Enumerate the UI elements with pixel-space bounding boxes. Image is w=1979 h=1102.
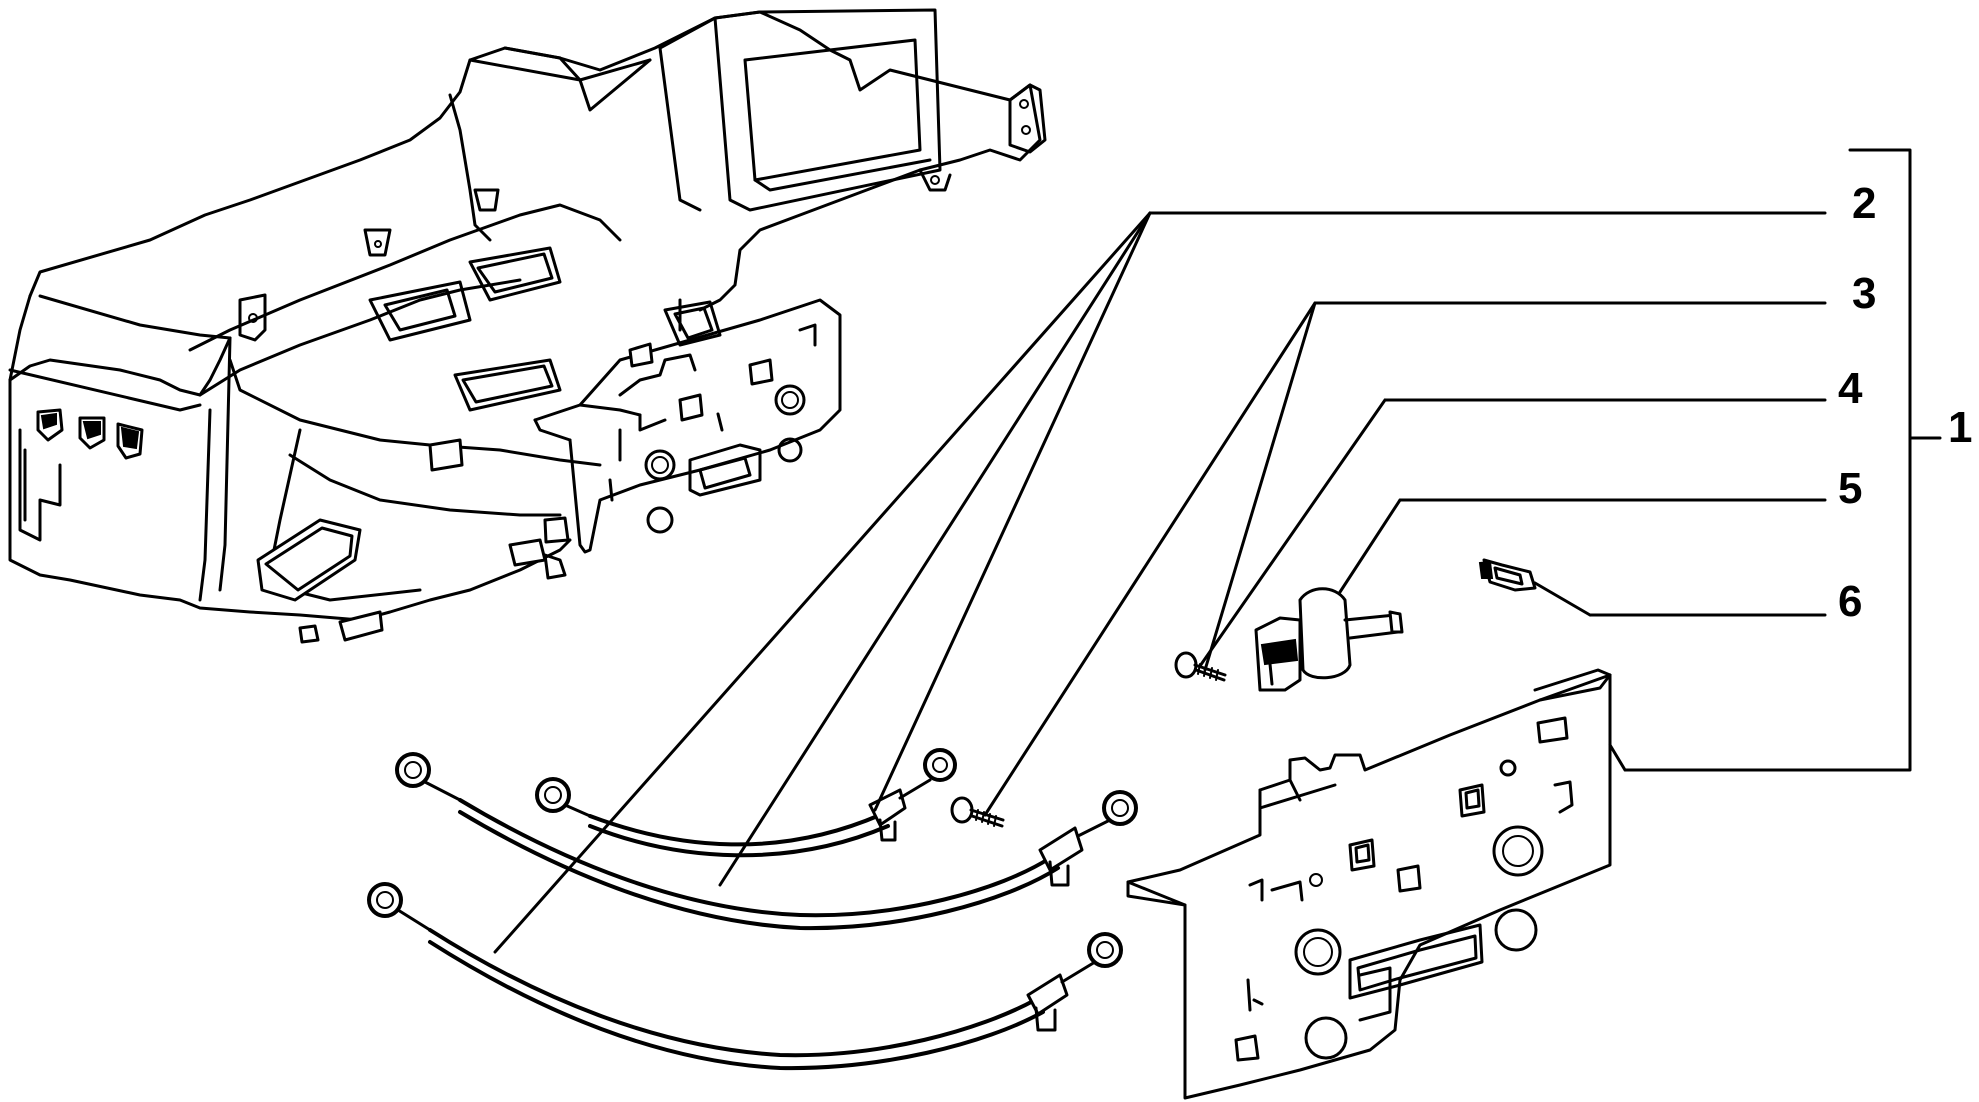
callout-1: 1 [1948, 403, 1972, 452]
control-cable-b [395, 752, 1138, 931]
screw-upper [1174, 651, 1227, 682]
bulb-part [1478, 558, 1537, 592]
screw-lower [950, 796, 1005, 828]
callout-4: 4 [1838, 364, 1863, 413]
control-panel-part [1126, 668, 1612, 1100]
rotary-switch-part [1254, 587, 1404, 692]
control-cable-a [535, 748, 957, 858]
leader-lines [493, 148, 1942, 954]
callout-labels: 2 3 4 5 6 1 [1838, 179, 1972, 626]
control-cable-set [367, 748, 1138, 1071]
callout-3: 3 [1852, 269, 1876, 318]
heater-housing-assembly [8, 8, 1047, 644]
callout-5: 5 [1838, 464, 1862, 513]
control-cable-c [367, 882, 1123, 1071]
callout-2: 2 [1852, 179, 1876, 228]
screw-parts [950, 651, 1227, 828]
callout-6: 6 [1838, 577, 1862, 626]
